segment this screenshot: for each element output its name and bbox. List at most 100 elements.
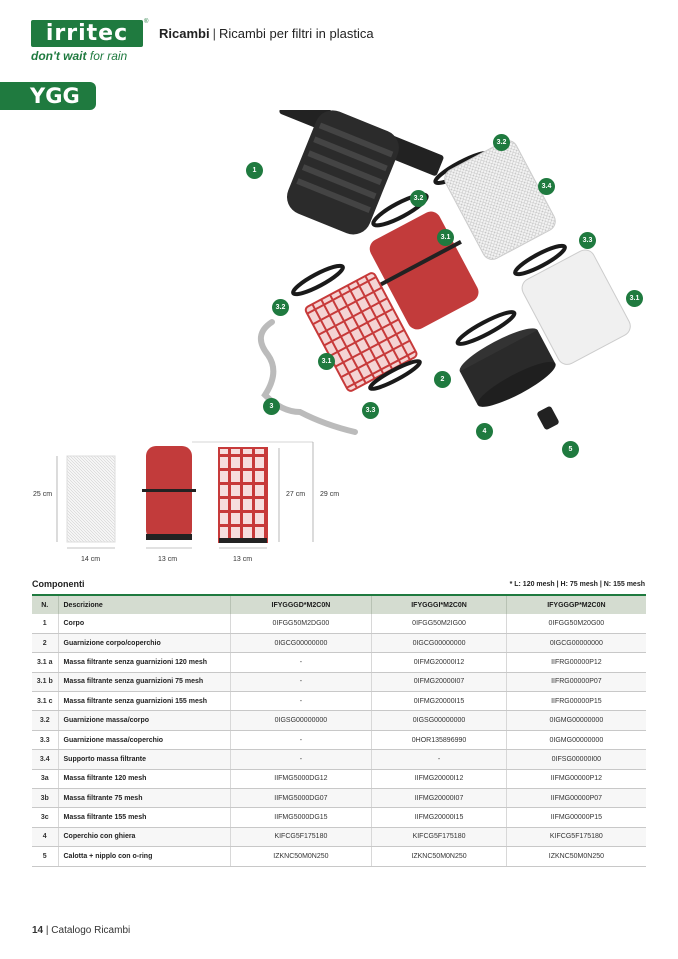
row-description: Guarnizione massa/corpo [58, 710, 231, 731]
row-description: Coperchio con ghiera [58, 827, 231, 848]
row-code-d: IZKNC50M0N250 [230, 846, 373, 867]
row-number: 3.1 a [32, 652, 59, 673]
row-code-i: IIFMG20000I15 [371, 807, 507, 828]
badge-3-3-right: 3.3 [579, 232, 596, 249]
col-code-d: IFYGGGD*M2C0N [230, 594, 373, 614]
row-number: 3.3 [32, 730, 59, 751]
badge-3-1-left: 3.1 [318, 353, 335, 370]
dim-a-width: 14 cm [81, 556, 101, 563]
badge-3-2-center: 3.2 [410, 190, 427, 207]
filter-body [279, 110, 444, 235]
badge-1: 1 [246, 162, 263, 179]
row-code-d: 0IFGG50M2DG00 [230, 614, 373, 634]
row-number: 3.1 c [32, 691, 59, 712]
irritec-logo: irritec [31, 20, 143, 47]
row-description: Guarnizione corpo/coperchio [58, 633, 231, 654]
row-code-i: IIFMG20000I12 [371, 769, 507, 790]
row-code-i: KIFCG5F175180 [371, 827, 507, 848]
badge-3-3-left: 3.3 [362, 402, 379, 419]
badge-3-2-left: 3.2 [272, 299, 289, 316]
model-tab: YGG [0, 82, 96, 110]
page-footer: 14 | Catalogo Ricambi [32, 925, 131, 936]
row-code-i: 0HOR135896990 [371, 730, 507, 751]
row-description: Calotta + nipplo con o-ring [58, 846, 231, 867]
row-number: 3a [32, 769, 59, 790]
row-code-p: 0IGCG00000000 [506, 633, 646, 654]
row-code-i: IIFMG20000I07 [371, 788, 507, 809]
table-header-row: N. Descrizione IFYGGGD*M2C0N IFYGGGI*M2C… [32, 594, 646, 614]
badge-3-2-top: 3.2 [493, 134, 510, 151]
row-code-p: IIFMG00000P12 [506, 769, 646, 790]
tagline: don't wait for rain [31, 49, 128, 63]
row-code-d: IIFMG5000DG07 [230, 788, 373, 809]
row-code-d: - [230, 730, 373, 751]
row-code-i: IZKNC50M0N250 [371, 846, 507, 867]
badge-3-1-right: 3.1 [626, 290, 643, 307]
col-number: N. [32, 594, 59, 614]
row-code-d: IIFMG5000DG12 [230, 769, 373, 790]
badge-3-4: 3.4 [538, 178, 555, 195]
row-number: 3b [32, 788, 59, 809]
row-code-p: 0IGMG00000000 [506, 710, 646, 731]
row-description: Massa filtrante senza guarnizioni 155 me… [58, 691, 231, 712]
components-table: N. Descrizione IFYGGGD*M2C0N IFYGGGI*M2C… [32, 594, 646, 867]
row-description: Guarnizione massa/coperchio [58, 730, 231, 751]
row-code-d: IIFMG5000DG15 [230, 807, 373, 828]
row-code-p: KIFCG5F175180 [506, 827, 646, 848]
row-number: 3.1 b [32, 672, 59, 693]
row-code-p: IIFMG00000P15 [506, 807, 646, 828]
row-code-i: - [371, 749, 507, 770]
row-code-i: 0IGSG00000000 [371, 710, 507, 731]
row-description: Massa filtrante 75 mesh [58, 788, 231, 809]
row-code-i: 0IFGG50M2IG00 [371, 614, 507, 634]
col-description: Descrizione [58, 594, 231, 614]
dim-a-height: 25 cm [33, 491, 53, 498]
page-number: 14 [32, 925, 44, 936]
row-number: 2 [32, 633, 59, 654]
row-code-d: - [230, 672, 373, 693]
row-description: Supporto massa filtrante [58, 749, 231, 770]
col-code-p: IFYGGGP*M2C0N [506, 594, 646, 614]
row-number: 3.2 [32, 710, 59, 731]
row-code-p: 0IFSG00000I00 [506, 749, 646, 770]
footer-label: Catalogo Ricambi [51, 925, 131, 936]
dim-c-width: 13 cm [233, 556, 253, 563]
dim-total-height: 29 cm [320, 491, 340, 498]
row-code-p: IIFRG00000P12 [506, 652, 646, 673]
registered-mark: ® [144, 19, 149, 25]
row-code-d: 0IGSG00000000 [230, 710, 373, 731]
row-description: Massa filtrante senza guarnizioni 120 me… [58, 652, 231, 673]
row-code-d: 0IGCG00000000 [230, 633, 373, 654]
row-code-i: 0IFMG20000I15 [371, 691, 507, 712]
row-description: Massa filtrante senza guarnizioni 75 mes… [58, 672, 231, 693]
row-code-i: 0IFMG20000I07 [371, 672, 507, 693]
dimensions-illustration [56, 441, 314, 549]
logo-text: irritec [45, 21, 129, 46]
row-code-i: 0IGCG00000000 [371, 633, 507, 654]
dim-b-width: 13 cm [158, 556, 178, 563]
badge-5: 5 [562, 441, 579, 458]
row-description: Massa filtrante 155 mesh [58, 807, 231, 828]
badge-4: 4 [476, 423, 493, 440]
badge-3: 3 [263, 398, 280, 415]
row-number: 4 [32, 827, 59, 848]
row-code-d: - [230, 749, 373, 770]
dim-c-height: 27 cm [286, 491, 306, 498]
page-title: Ricambi|Ricambi per filtri in plastica [159, 26, 374, 41]
exploded-view-illustration [258, 110, 631, 435]
row-code-p: 0IFGG50M20G00 [506, 614, 646, 634]
section-label: Ricambi [159, 26, 210, 41]
row-code-d: - [230, 652, 373, 673]
row-code-p: 0IGMG00000000 [506, 730, 646, 751]
